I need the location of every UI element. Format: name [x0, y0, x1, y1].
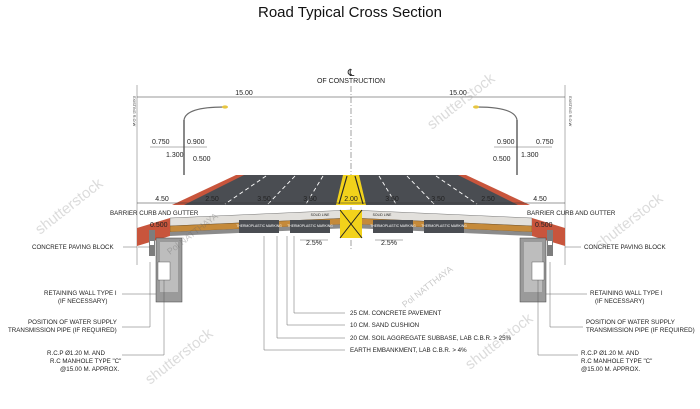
label-manhole-right-2: R.C MANHOLE TYPE "C" — [581, 358, 652, 365]
lane-dim-4: 2.00 — [344, 196, 358, 203]
marking-box-2 — [290, 220, 330, 233]
marking-text-2: THERMOPLASTIC MARKING — [287, 224, 333, 228]
light-offset-right-4: 1.300 — [521, 152, 539, 159]
half-width-left: 15.00 — [235, 90, 253, 97]
svg-text:Pol NATTHAYA: Pol NATTHAYA — [400, 264, 455, 310]
light-offset-left-3: 1.300 — [166, 152, 184, 159]
marking-box-1 — [239, 220, 279, 233]
median-strip — [336, 175, 366, 205]
lane-dim-8: 4.50 — [533, 196, 547, 203]
layer-sand: 10 CM. SAND CUSHION — [350, 322, 419, 329]
lane-dim-1: 2.50 — [205, 196, 219, 203]
layer-subbase: 20 CM. SOIL AGGREGATE SUBBASE, LAB C.B.R… — [350, 335, 512, 342]
lane-dim-2: 3.50 — [257, 196, 271, 203]
slope-right: 2.5% — [381, 240, 397, 247]
label-manhole-left-2: R.C MANHOLE TYPE "C" — [50, 358, 121, 365]
street-light-right — [473, 105, 518, 175]
layer-leaders — [263, 236, 345, 351]
marking-box-3 — [373, 220, 413, 233]
marking-text-4: THERMOPLASTIC MARKING — [421, 224, 467, 228]
gutter-left: 0.500 — [150, 222, 168, 229]
label-wall-right-1: RETAINING WALL TYPE I — [590, 290, 663, 297]
label-paving-right: CONCRETE PAVING BLOCK — [584, 244, 666, 251]
label-barrier-left: BARRIER CURB AND GUTTER — [110, 210, 199, 217]
label-wall-right-2: (IF NECESSARY) — [595, 298, 644, 305]
light-offset-left-4: 0.500 — [193, 156, 211, 163]
lane-dim-0: 4.50 — [155, 196, 169, 203]
label-wall-left-2: (IF NECESSARY) — [58, 298, 107, 305]
light-offset-right-2: 0.750 — [536, 139, 554, 146]
light-offset-left-2: 0.900 — [187, 139, 205, 146]
marking-label-1: SOLID LINE — [311, 213, 330, 217]
lane-markings — [224, 175, 478, 205]
slope-left: 2.5% — [306, 240, 322, 247]
svg-text:shutterstock: shutterstock — [142, 325, 217, 388]
curb-section-right — [519, 218, 565, 303]
label-manhole-left-1: R.C.P Ø1.20 M. AND — [47, 350, 106, 357]
marking-box-4 — [424, 220, 464, 233]
label-water-left-2: TRANSMISSION PIPE (IF REQUIRED) — [8, 327, 117, 334]
label-water-right-2: TRANSMISSION PIPE (IF REQUIRED) — [586, 327, 695, 334]
svg-text:shutterstock: shutterstock — [424, 70, 499, 133]
row-label-right: EXISTING R.O.W — [568, 96, 572, 127]
label-wall-left-1: RETAINING WALL TYPE I — [44, 290, 117, 297]
centerline-symbol: ℄ — [347, 68, 355, 79]
label-barrier-right: BARRIER CURB AND GUTTER — [527, 210, 616, 217]
half-width-right: 15.00 — [449, 90, 467, 97]
centerline-label: OF CONSTRUCTION — [317, 78, 385, 85]
marking-label-2: SOLID LINE — [373, 213, 392, 217]
label-water-right-1: POSITION OF WATER SUPPLY — [586, 319, 675, 326]
label-paving-left: CONCRETE PAVING BLOCK — [32, 244, 114, 251]
layer-pavement: 25 CM. CONCRETE PAVEMENT — [350, 310, 441, 317]
lane-dim-7: 2.50 — [481, 196, 495, 203]
light-offset-right-1: 0.900 — [497, 139, 515, 146]
lane-dim-3: 3.50 — [303, 196, 317, 203]
light-offset-left-1: 0.750 — [152, 139, 170, 146]
svg-text:shutterstock: shutterstock — [32, 175, 107, 238]
street-light-left — [183, 105, 228, 175]
label-water-left-1: POSITION OF WATER SUPPLY — [28, 319, 117, 326]
row-label-left: EXISTING R.O.W — [132, 96, 136, 127]
gutter-right: 0.500 — [535, 222, 553, 229]
lane-dim-5: 3.50 — [385, 196, 399, 203]
layer-embankment: EARTH EMBANKMENT, LAB C.B.R. > 4% — [350, 347, 467, 354]
marking-text-1: THERMOPLASTIC MARKING — [236, 224, 282, 228]
marking-text-3: THERMOPLASTIC MARKING — [370, 224, 416, 228]
label-manhole-right-3: @15.00 M. APPROX. — [581, 366, 641, 373]
lane-dim-6: 3.50 — [431, 196, 445, 203]
label-manhole-right-1: R.C.P Ø1.20 M. AND — [581, 350, 640, 357]
diagram-title: Road Typical Cross Section — [258, 4, 442, 21]
curb-section-left — [137, 218, 183, 303]
label-manhole-left-3: @15.00 M. APPROX. — [60, 366, 120, 373]
light-offset-right-3: 0.500 — [493, 156, 511, 163]
